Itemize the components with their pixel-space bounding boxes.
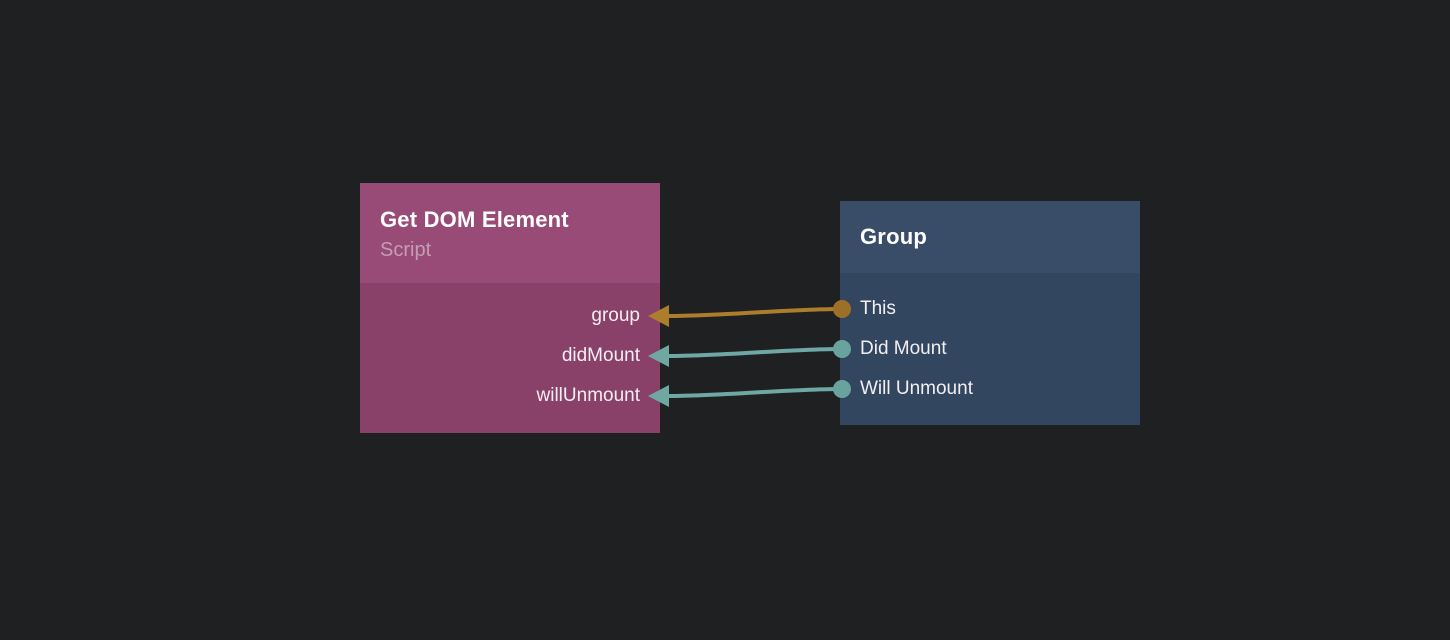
port-label: willUnmount <box>536 385 640 406</box>
wire-willunmount[interactable] <box>666 387 844 398</box>
output-port-willunmount[interactable]: Will Unmount <box>840 369 1140 409</box>
node-subtitle: Script <box>380 239 432 261</box>
input-port-didmount[interactable]: didMount <box>360 336 660 376</box>
input-port-willunmount[interactable]: willUnmount <box>360 376 660 416</box>
port-label: Will Unmount <box>860 378 973 399</box>
node-title: Get DOM Element <box>380 207 569 232</box>
wire-this-to-group[interactable] <box>666 307 844 318</box>
node-get-dom-element[interactable]: Get DOM Element Script group didMount wi… <box>360 183 660 433</box>
port-label: Did Mount <box>860 338 947 359</box>
output-port-this[interactable]: This <box>840 289 1140 329</box>
port-label: group <box>591 305 640 326</box>
node-title: Group <box>860 224 927 249</box>
input-port-list: group didMount willUnmount <box>360 283 660 416</box>
output-port-didmount[interactable]: Did Mount <box>840 329 1140 369</box>
node-header[interactable]: Group <box>840 201 1140 273</box>
input-port-group[interactable]: group <box>360 296 660 336</box>
port-label: didMount <box>561 345 640 366</box>
node-header[interactable]: Get DOM Element Script <box>360 183 660 283</box>
output-port-list: This Did Mount Will Unmount <box>840 273 1140 409</box>
port-label: This <box>860 298 896 319</box>
node-group[interactable]: Group This Did Mount Will Unmount <box>840 201 1140 425</box>
wire-didmount[interactable] <box>666 347 844 358</box>
